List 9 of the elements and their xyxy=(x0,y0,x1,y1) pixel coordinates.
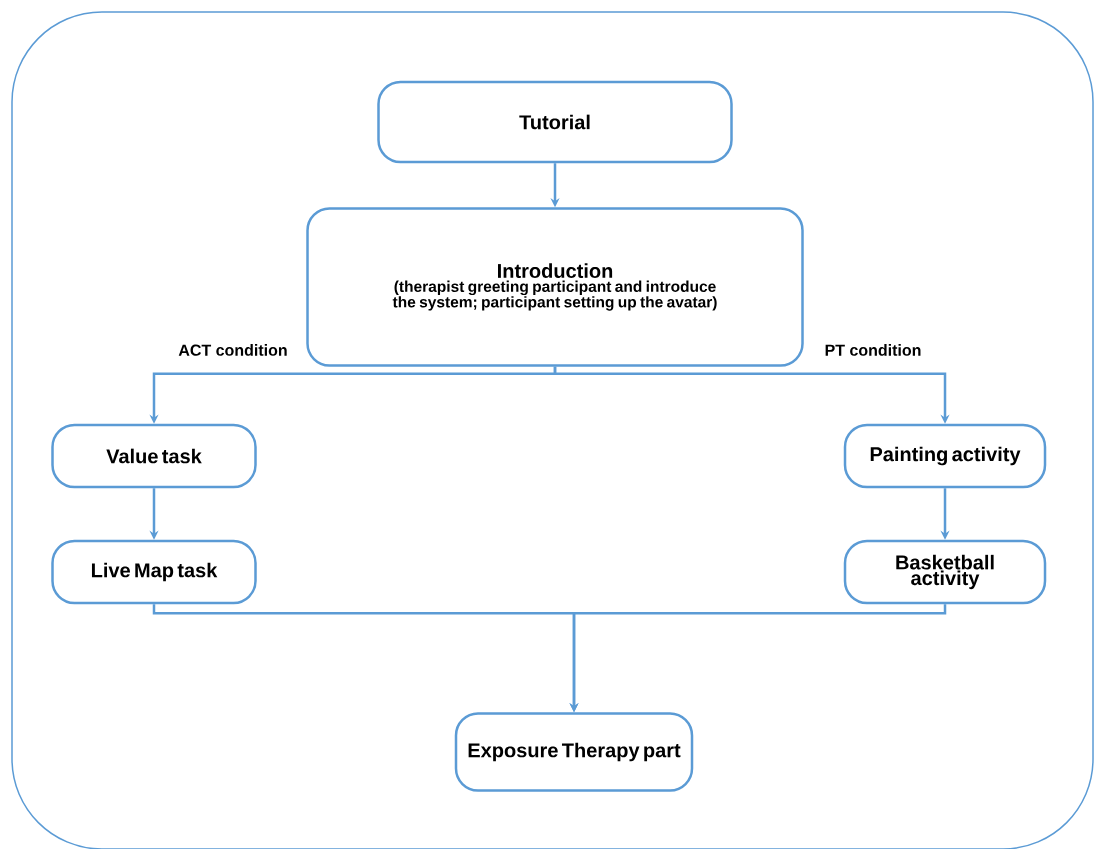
edge-label: ACT condition xyxy=(177,343,289,357)
process-box: Painting activity xyxy=(843,423,1047,489)
process-box: Basketball activity xyxy=(843,539,1047,605)
intro-box: Introduction (therapist greeting participant and introduce the system; participant setting up the avatar) xyxy=(306,207,804,367)
process-box: Value task xyxy=(51,423,257,489)
process-box: Live Map task xyxy=(51,539,257,605)
process-box: Tutorial xyxy=(377,80,733,164)
process-box: Exposure Therapy part xyxy=(454,712,694,792)
edge-label: PT condition xyxy=(823,343,923,357)
